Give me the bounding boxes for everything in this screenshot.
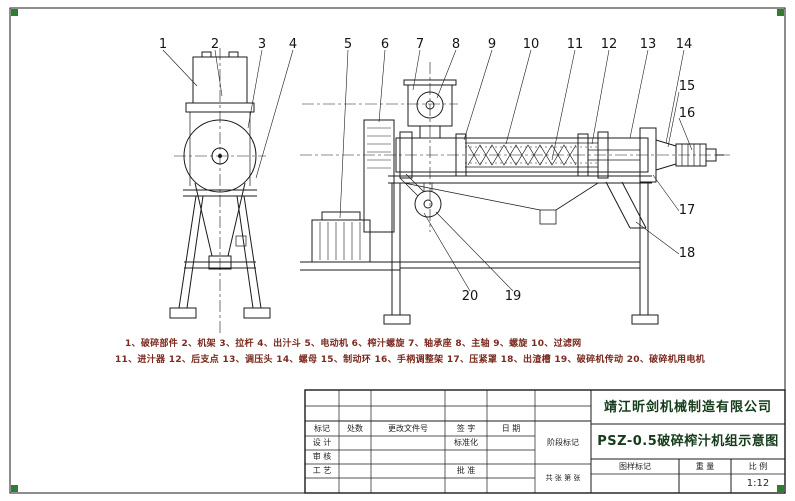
crusher-drum — [183, 119, 257, 193]
callout-number: 14 — [676, 37, 693, 52]
callout-number: 10 — [523, 37, 540, 52]
titleblock-row-design: 设 计 — [312, 438, 332, 447]
line-work — [9, 7, 786, 494]
callout-number: 12 — [601, 37, 618, 52]
callout-number: 16 — [679, 106, 696, 121]
titleblock-col-change-doc: 更改文件号 — [388, 423, 428, 433]
leader-lines — [162, 49, 693, 292]
corner-mark — [11, 9, 18, 16]
titleblock-weight-label: 重 量 — [695, 461, 715, 471]
titleblock-row-approve: 批 准 — [456, 466, 476, 475]
callout-number: 2 — [211, 37, 219, 52]
titleblock-col-mark: 标记 — [314, 423, 330, 433]
callout-number: 4 — [289, 37, 297, 52]
titleblock-stage-mark: 阶段标记 — [547, 437, 579, 447]
parts-list-line2: 11、进汁器 12、后支点 13、调压头 14、螺母 15、制动环 16、手柄调… — [115, 355, 705, 365]
callout-number: 18 — [679, 246, 696, 261]
callout-number: 8 — [452, 37, 460, 52]
titleblock-row-check: 审 核 — [312, 452, 332, 461]
callout-number: 15 — [679, 79, 696, 94]
parts-list-line1: 1、破碎部件 2、机架 3、拉杆 4、出汁斗 5、电动机 6、榨汁螺旋 7、轴承… — [125, 339, 582, 349]
crusher-hopper — [185, 51, 255, 113]
titleblock-scale-value: 1:12 — [746, 477, 770, 489]
juice-tray — [403, 182, 599, 225]
titleblock-drawing-title: PSZ-0.5破碎榨汁机组示意图 — [597, 434, 779, 449]
titleblock-company: 靖江昕剑机械制造有限公司 — [603, 399, 772, 415]
callout-number: 3 — [258, 37, 266, 52]
discharge-chute — [605, 181, 647, 229]
machine-frame — [383, 175, 659, 325]
callout-number: 5 — [344, 37, 352, 52]
crusher-stand — [169, 189, 271, 319]
title-block-grid — [304, 389, 786, 494]
corner-marks — [11, 9, 784, 492]
titleblock-col-date: 日 期 — [501, 423, 521, 433]
titleblock-col-sign: 签 字 — [456, 423, 476, 433]
titleblock-row-process: 工 艺 — [312, 466, 332, 475]
corner-mark — [777, 9, 784, 16]
titleblock-drawing-mark-label: 图样标记 — [619, 461, 651, 471]
callout-number: 19 — [505, 289, 522, 304]
titleblock-scale-label: 比 例 — [748, 461, 768, 471]
corner-mark — [777, 485, 784, 492]
titleblock-col-count: 处数 — [347, 423, 363, 433]
press-screw — [467, 144, 640, 166]
juicer-side-view — [300, 62, 730, 325]
callout-number: 20 — [462, 289, 479, 304]
titleblock-row-standardize: 标准化 — [454, 438, 478, 447]
callout-number: 7 — [416, 37, 424, 52]
juicer-hopper — [403, 79, 457, 138]
drive-pulley — [399, 173, 442, 218]
callout-number: 9 — [488, 37, 496, 52]
crusher-front-view — [169, 48, 271, 334]
callout-number: 1 — [159, 37, 167, 52]
corner-mark — [11, 485, 18, 492]
callout-number: 6 — [381, 37, 389, 52]
callout-numbers: 1 2 3 4 5 6 7 8 9 10 11 12 13 14 15 16 1… — [159, 37, 695, 304]
motor — [300, 211, 400, 271]
callout-number: 13 — [640, 37, 657, 52]
titleblock-sheet-info: 共 张 第 张 — [545, 474, 581, 482]
callout-number: 17 — [679, 203, 696, 218]
callout-number: 11 — [567, 37, 584, 52]
